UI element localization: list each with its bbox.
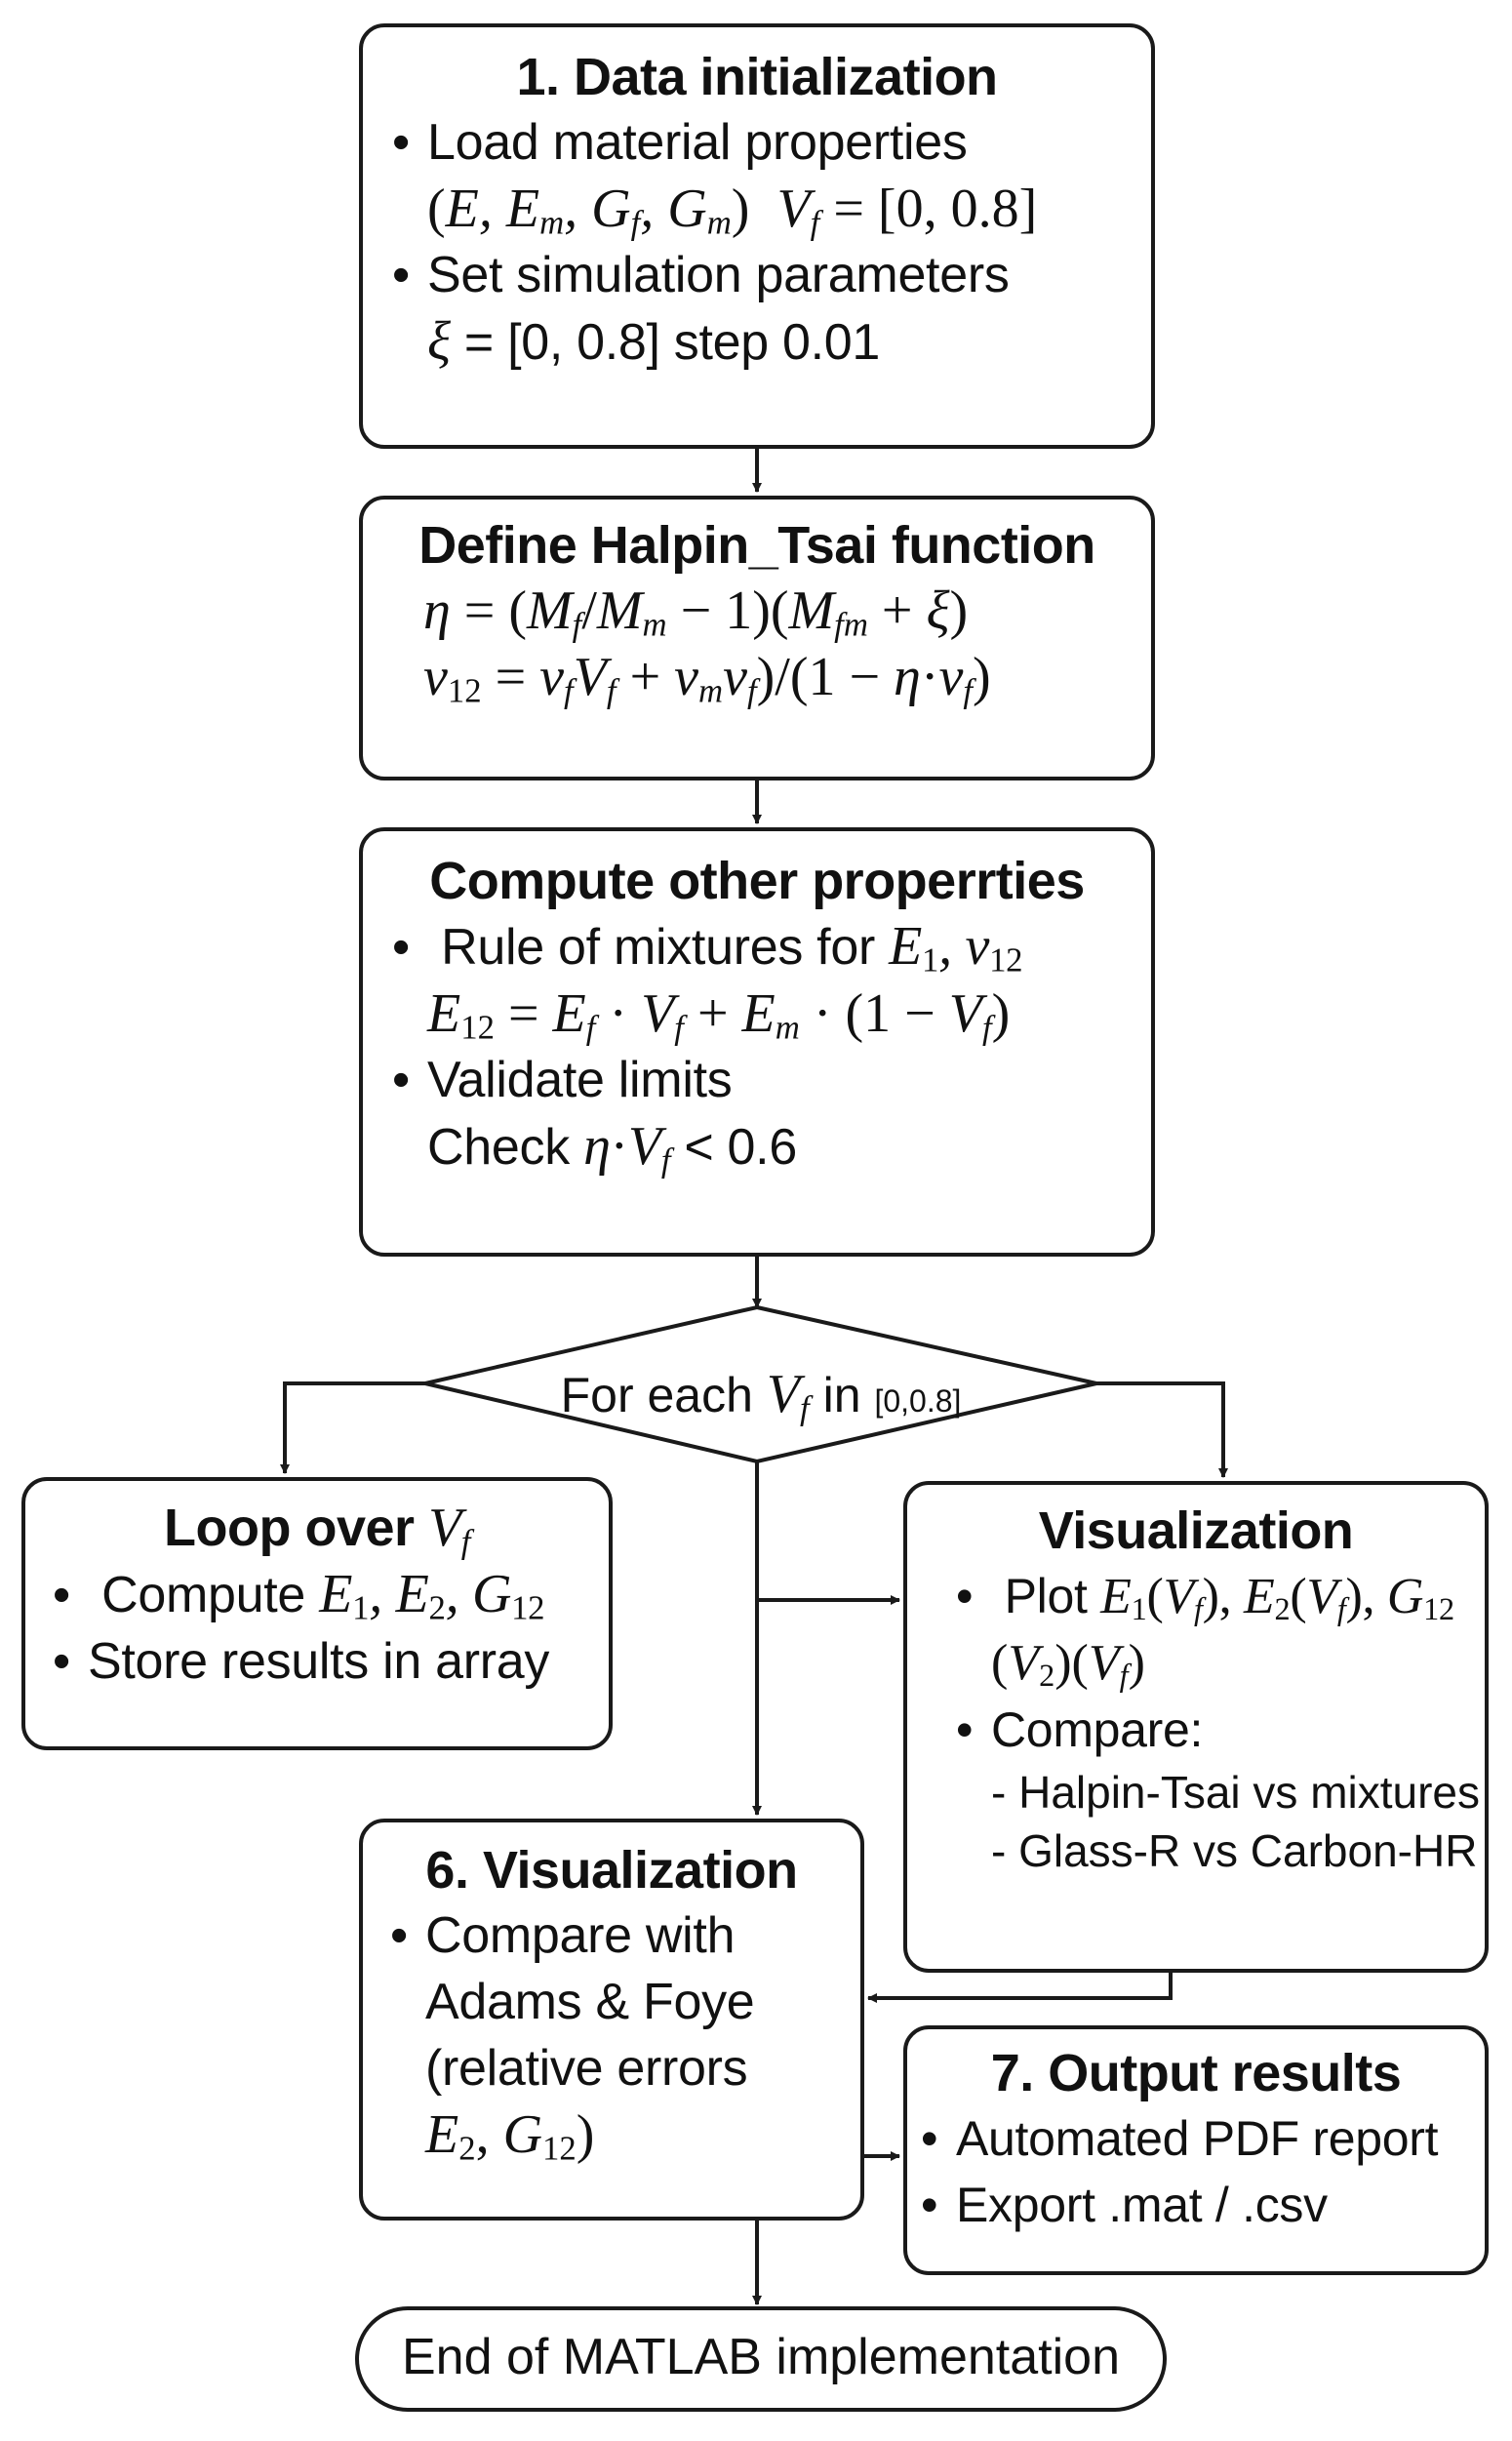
box1-vf-range: [0, 0.8] bbox=[877, 179, 1038, 239]
box6-line-errors: (relative errors bbox=[425, 2040, 748, 2097]
box2-eta-formula: η = (Mf/Mm − 1)(Mfm + ξ) bbox=[423, 580, 969, 644]
box3-check-line: Check η·Vf < 0.6 bbox=[427, 1116, 797, 1180]
box6-title: 6. Visualization bbox=[425, 1841, 798, 1900]
box-visualization: Visualization Plot E1(Vf), E2(Vf), G12 (… bbox=[903, 1481, 1489, 1973]
box2-title: Define Halpin_Tsai function bbox=[418, 516, 1095, 575]
box-compute-properties: Compute other properrties Rule of mixtur… bbox=[359, 827, 1155, 1257]
diamond-label: For each Vf in [0,0.8] bbox=[560, 1364, 962, 1427]
box-loop-over-vf: Loop over Vf Compute E1, E2, G12 Store r… bbox=[21, 1477, 613, 1750]
box3-title: Compute other properrties bbox=[429, 852, 1085, 910]
box1-xi-range: [0, 0.8] step 0.01 bbox=[507, 314, 881, 371]
box1-title: 1. Data initialization bbox=[516, 48, 998, 106]
box6-error-formula: E2, G12) bbox=[425, 2104, 595, 2168]
box7-title: 7. Output results bbox=[990, 2044, 1402, 2102]
box-visualization-6: 6. Visualization Compare with Adams & Fo… bbox=[359, 1819, 864, 2221]
vis-title: Visualization bbox=[1038, 1501, 1354, 1560]
box1-xi-line: ξ = [0, 0.8] step 0.01 bbox=[427, 311, 881, 372]
box7-bullet-pdf: Automated PDF report bbox=[921, 2105, 1485, 2172]
box6-line-adams: Adams & Foye bbox=[425, 1974, 755, 2030]
vis-plot-formula: (V2)(Vf) bbox=[991, 1635, 1145, 1694]
end-terminal bbox=[355, 2306, 1167, 2412]
loop-bullet-store: Store results in array bbox=[53, 1628, 609, 1695]
box-data-initialization: 1. Data initialization Load material pro… bbox=[359, 23, 1155, 449]
vis-plot-text: Plot bbox=[1004, 1569, 1088, 1623]
box3-bullet-rule: Rule of mixtures for E1, ν12 bbox=[392, 913, 1151, 980]
box7-bullet-export: Export .mat / .csv bbox=[921, 2172, 1485, 2238]
decision-diamond bbox=[424, 1304, 1097, 1464]
box3-check-text: Check bbox=[427, 1119, 570, 1176]
arrow-vis-to-box6 bbox=[867, 1973, 1173, 2003]
loop-title-text: Loop over bbox=[164, 1499, 415, 1557]
box3-rule-text: Rule of mixtures for bbox=[441, 919, 875, 976]
vis-bullet-plot: Plot E1(Vf), E2(Vf), G12 bbox=[956, 1563, 1485, 1630]
box6-bullet-compare: Compare with bbox=[390, 1902, 860, 1969]
diamond-suffix: in bbox=[822, 1368, 861, 1422]
loop-bullet-compute: Compute E1, E2, G12 bbox=[53, 1561, 609, 1628]
vis-compare-item-2: - Glass-R vs Carbon-HR bbox=[991, 1825, 1478, 1876]
arrow-diamond-to-loop bbox=[280, 1381, 425, 1474]
vis-compare-item-1: - Halpin-Tsai vs mixtures bbox=[991, 1767, 1480, 1818]
loop-compute-text: Compute bbox=[101, 1567, 306, 1623]
box1-bullet-params: Set simulation parameters bbox=[392, 242, 1151, 308]
box3-check-value: < 0.6 bbox=[684, 1119, 797, 1176]
box3-e12-formula: E12 = Ef · Vf + Em · (1 − Vf) bbox=[427, 983, 1011, 1047]
box-halpin-tsai: Define Halpin_Tsai function η = (Mf/Mm −… bbox=[359, 496, 1155, 780]
box1-bullet-load: Load material properties bbox=[392, 109, 1151, 176]
diamond-prefix: For each bbox=[560, 1368, 753, 1422]
box-output-results: 7. Output results Automated PDF report E… bbox=[903, 2025, 1489, 2275]
arrow-diamond-to-vis bbox=[1096, 1381, 1228, 1478]
box3-bullet-validate: Validate limits bbox=[392, 1047, 1151, 1113]
end-label: End of MATLAB implementation bbox=[401, 2329, 1121, 2385]
loop-title: Loop over Vf bbox=[164, 1498, 470, 1561]
vis-bullet-compare: Compare: bbox=[956, 1697, 1485, 1763]
diamond-range: [0,0.8] bbox=[874, 1383, 962, 1419]
box2-nu-formula: ν12 = νfVf + νmνf)/(1 − η·νf) bbox=[423, 647, 991, 710]
box1-properties-formula: (E, Em, Gf, Gm) Vf = [0, 0.8] bbox=[427, 179, 1038, 242]
